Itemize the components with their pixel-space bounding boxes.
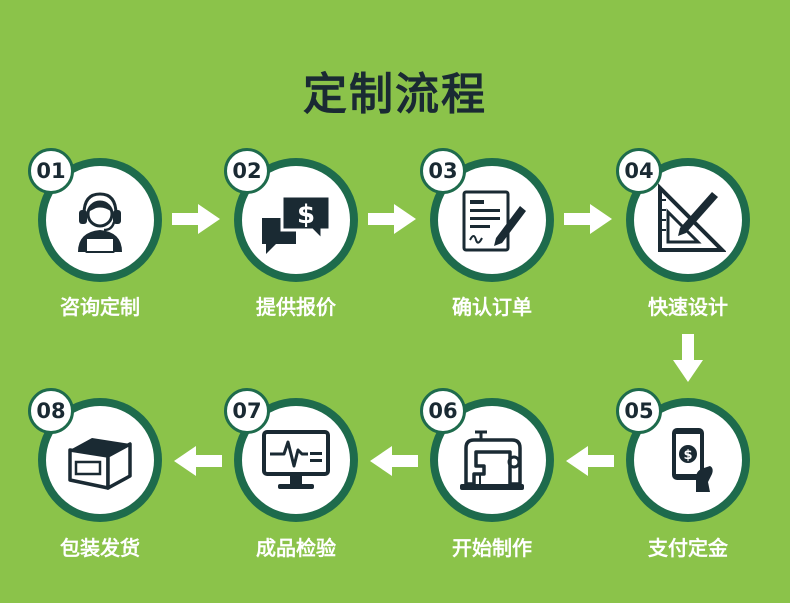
price-chat-icon: $ — [262, 194, 332, 254]
step-05: $ 05 — [616, 388, 750, 522]
step-number: 02 — [224, 148, 270, 194]
step-label: 快速设计 — [648, 295, 728, 319]
step-label: 咨询定制 — [60, 295, 140, 319]
monitor-inspect-icon — [262, 430, 330, 489]
step-02: $ 02 — [224, 148, 358, 282]
page-title: 定制流程 — [303, 69, 487, 120]
step-label: 开始制作 — [452, 536, 532, 560]
payment-phone-icon: $ — [672, 428, 713, 492]
svg-text:$: $ — [297, 200, 315, 230]
package-box-icon — [68, 438, 132, 490]
step-07: 07 — [224, 388, 358, 522]
arrow-left-icon — [370, 446, 418, 476]
step-label: 成品检验 — [256, 536, 336, 560]
step-number: 01 — [28, 148, 74, 194]
step-number: 04 — [616, 148, 662, 194]
step-01: 01 — [28, 148, 162, 282]
step-label: 支付定金 — [648, 536, 728, 560]
step-number: 07 — [224, 388, 270, 434]
arrow-left-icon — [566, 446, 614, 476]
step-number: 06 — [420, 388, 466, 434]
step-label: 包装发货 — [60, 536, 140, 560]
step-03: 03 — [420, 148, 554, 282]
arrow-down-icon — [673, 334, 703, 382]
step-label: 提供报价 — [256, 295, 336, 319]
step-number: 03 — [420, 148, 466, 194]
design-ruler-icon — [658, 183, 726, 252]
step-04: 04 — [616, 148, 750, 282]
arrow-right-icon — [368, 204, 416, 234]
sewing-machine-icon — [460, 430, 524, 490]
arrow-left-icon — [174, 446, 222, 476]
step-06: 06 — [420, 388, 554, 522]
step-number: 08 — [28, 388, 74, 434]
step-label: 确认订单 — [452, 295, 532, 319]
arrow-right-icon — [172, 204, 220, 234]
customer-service-icon — [78, 192, 122, 253]
step-number: 05 — [616, 388, 662, 434]
svg-text:$: $ — [683, 448, 692, 463]
arrow-right-icon — [564, 204, 612, 234]
step-08: 08 — [28, 388, 162, 522]
order-sign-icon — [462, 190, 526, 252]
